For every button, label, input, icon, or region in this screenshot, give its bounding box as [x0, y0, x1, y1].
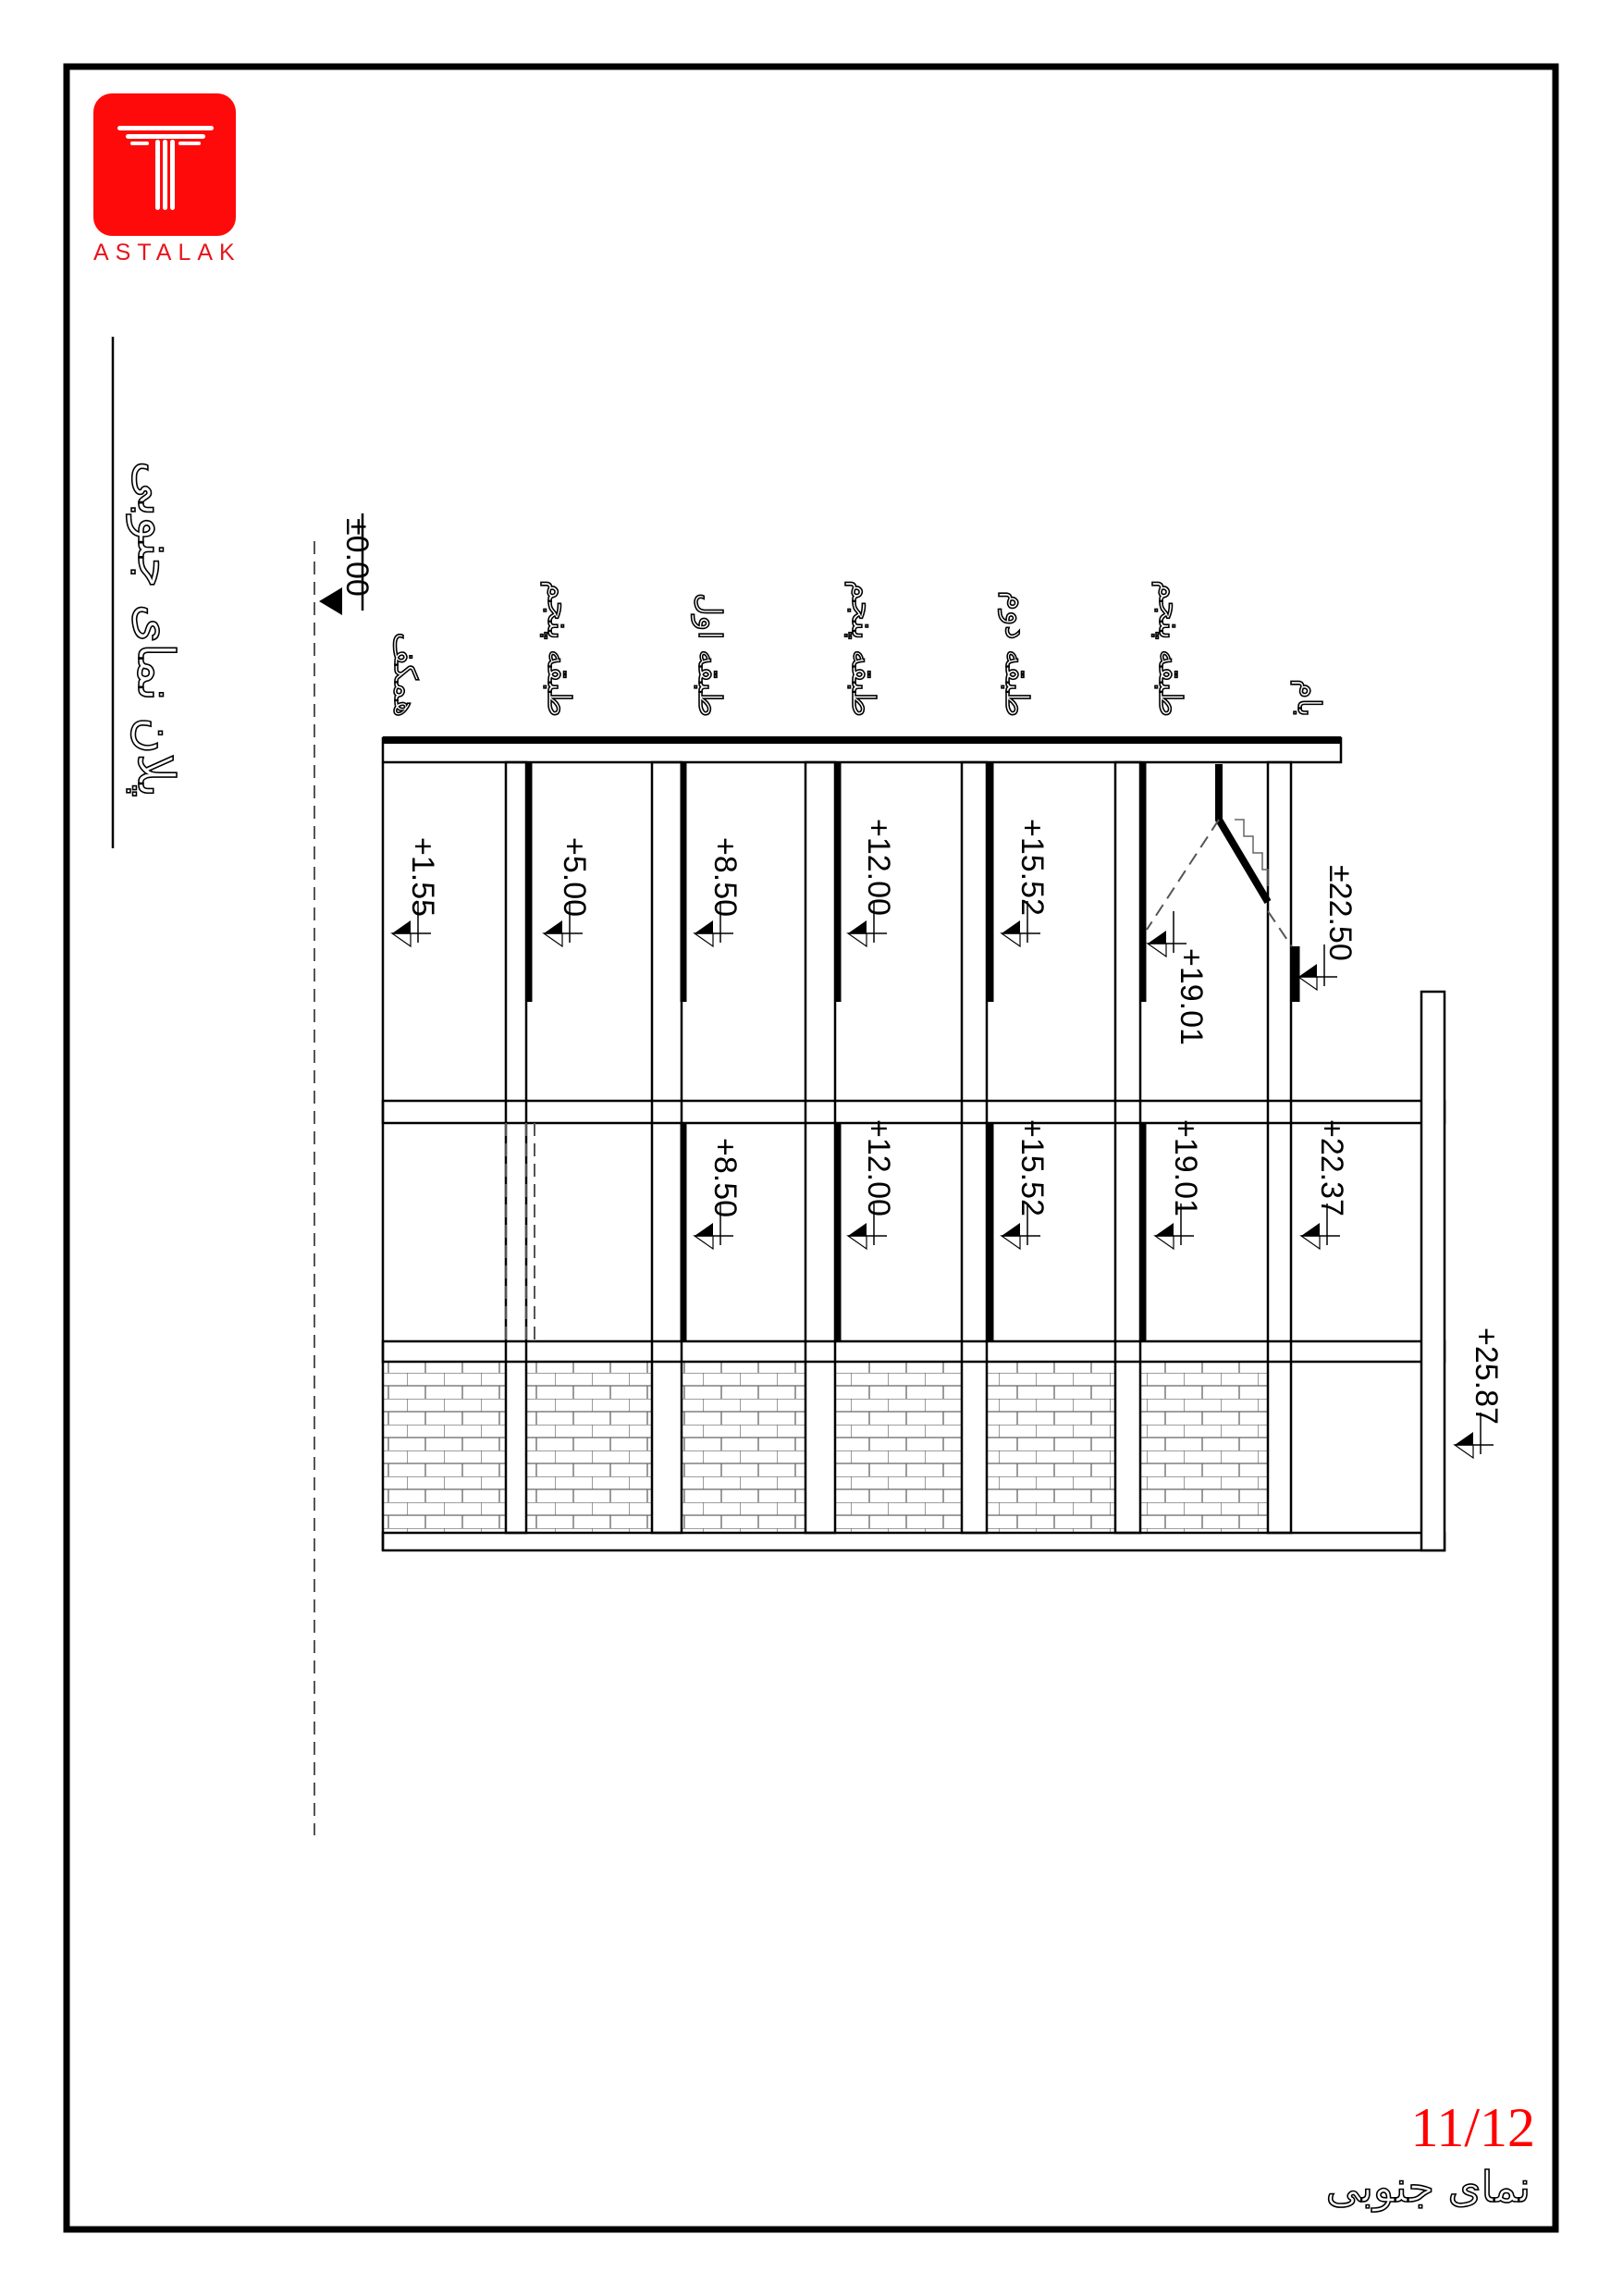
column — [804, 760, 837, 1535]
level-marker-icon — [1299, 1235, 1321, 1251]
level-marker-icon — [695, 1223, 713, 1236]
level-marker: +5.00 — [542, 837, 592, 948]
level-marker-icon — [1000, 1235, 1021, 1251]
floor-label: همکف — [387, 632, 424, 717]
level-markers: +1.55 +5.00 +8.50 +12.00 +15.52 +19.01 ±22.50 +… — [390, 819, 1504, 1460]
brick-hatch — [1140, 1362, 1268, 1533]
floor-label: بام — [1290, 679, 1327, 717]
brick-hatch — [835, 1362, 962, 1533]
level-label: +8.50 — [707, 1138, 743, 1217]
level-label: +22.37 — [1314, 1119, 1349, 1216]
level-marker: +19.01 — [1146, 911, 1209, 1045]
brick-hatch — [383, 1362, 506, 1533]
level-label: +19.01 — [1168, 1119, 1203, 1216]
level-marker: +15.52 — [1000, 819, 1050, 948]
level-marker-icon — [542, 932, 563, 948]
building-section — [381, 736, 1446, 1552]
level-marker-icon — [1297, 976, 1318, 992]
level-marker-icon — [1155, 1223, 1174, 1236]
level-marker-icon — [846, 1235, 867, 1251]
level-marker-icon — [693, 1235, 714, 1251]
stair-steps — [1235, 819, 1269, 886]
level-marker-icon — [1146, 943, 1167, 958]
floor-band — [381, 1339, 1446, 1364]
level-marker-icon — [544, 920, 562, 933]
level-marker-icon — [319, 587, 342, 615]
level-marker: +19.01 — [1153, 1119, 1203, 1251]
base-band — [381, 1531, 1446, 1552]
level-marker-icon — [848, 1223, 867, 1236]
level-marker-icon — [1002, 920, 1020, 933]
level-label: +8.50 — [707, 837, 743, 917]
level-label: +1.55 — [405, 837, 440, 917]
level-marker: +12.00 — [846, 819, 896, 948]
level-label: +12.00 — [861, 1119, 896, 1216]
level-marker-icon — [1148, 931, 1166, 944]
level-marker-icon — [693, 932, 714, 948]
end-column — [1420, 990, 1446, 1552]
hidden-line — [1267, 910, 1294, 949]
level-label: +19.01 — [1174, 948, 1209, 1045]
level-marker-icon — [1301, 1223, 1320, 1236]
column — [1113, 760, 1142, 1535]
level-marker: +22.37 — [1299, 1119, 1349, 1251]
level-marker-icon — [392, 920, 411, 933]
level-label: +25.87 — [1469, 1327, 1504, 1425]
level-marker-icon — [1002, 1223, 1020, 1236]
floor-label: طبقه اول — [691, 593, 728, 717]
level-marker-icon — [846, 932, 867, 948]
floor-label: طبقه پنجم — [540, 580, 577, 717]
base-level-label: ±0.00 — [339, 518, 375, 597]
logo-brand-text: ASTALAK — [93, 240, 241, 265]
floor-labels: همکف طبقه پنجم طبقه اول طبقه پنجم طبقه دوم طب… — [386, 579, 1328, 717]
level-label: ±22.50 — [1322, 865, 1358, 961]
level-marker: +15.52 — [1000, 1119, 1050, 1251]
brick-hatch — [682, 1362, 805, 1533]
level-marker: +8.50 — [693, 837, 743, 948]
level-marker: +1.55 — [390, 837, 440, 948]
level-marker-icon — [1000, 932, 1021, 948]
level-label: +12.00 — [861, 819, 896, 916]
brick-hatch — [987, 1362, 1115, 1533]
floor-label: طبقه پنجم — [1151, 580, 1188, 717]
level-marker: +25.87 — [1453, 1327, 1504, 1460]
brick-hatch — [526, 1362, 652, 1533]
level-label: +15.52 — [1014, 1119, 1050, 1216]
level-label: +15.52 — [1014, 819, 1050, 916]
column — [1266, 760, 1293, 1535]
sheet-title: پلان نمای جنوبی — [127, 461, 185, 797]
astalak-logo: ASTALAK — [93, 93, 241, 265]
level-marker-icon — [848, 920, 867, 933]
level-marker-icon — [1453, 1444, 1474, 1460]
level-marker: ±22.50 — [1297, 865, 1358, 992]
level-marker-icon — [390, 932, 412, 948]
level-marker-icon — [1153, 1235, 1174, 1251]
hidden-line — [1146, 819, 1220, 931]
floor-label: طبقه پنجم — [844, 580, 881, 717]
column — [650, 760, 683, 1535]
sheet-caption: نمای جنوبی — [1326, 2162, 1531, 2213]
level-marker: +12.00 — [846, 1119, 896, 1251]
level-marker-icon — [1298, 964, 1317, 977]
level-marker-icon — [695, 920, 713, 933]
column — [504, 760, 528, 1535]
level-marker-icon — [1455, 1432, 1473, 1445]
column — [960, 760, 989, 1535]
sheet-border — [63, 63, 1559, 2233]
floor-band — [381, 1099, 1446, 1125]
level-marker: +8.50 — [693, 1138, 743, 1251]
floor-label: طبقه دوم — [998, 591, 1035, 717]
level-label: +5.00 — [557, 837, 592, 917]
page-number: 11/12 — [1411, 2097, 1535, 2158]
